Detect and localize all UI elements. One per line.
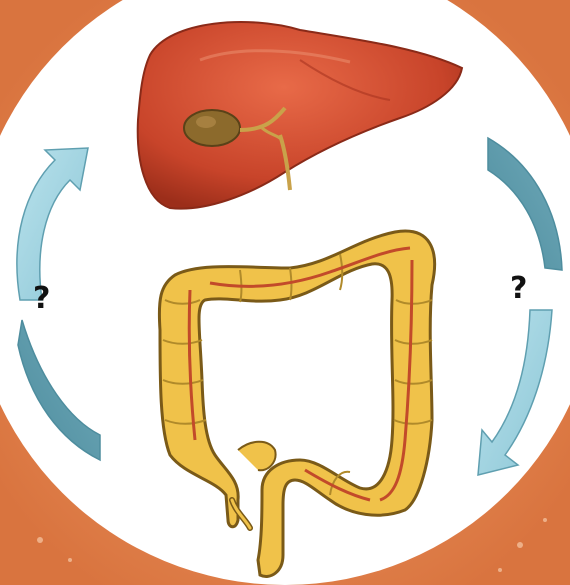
- left-question-mark: ?: [33, 284, 50, 314]
- gallbladder: [184, 110, 240, 146]
- right-question-mark: ?: [510, 274, 527, 304]
